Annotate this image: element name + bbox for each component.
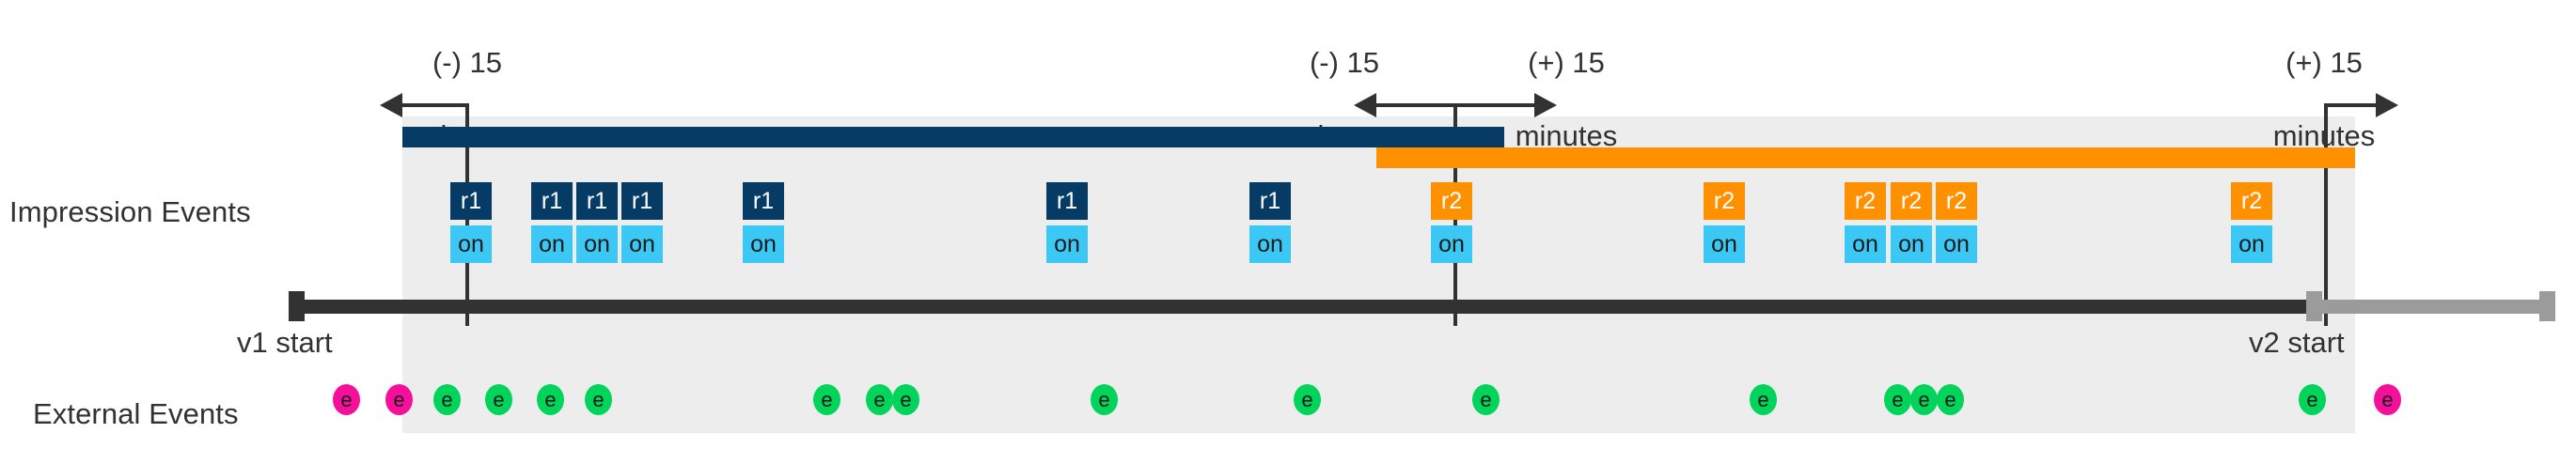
- external-event-dot: e: [385, 384, 413, 415]
- external-event-dot: e: [813, 384, 840, 415]
- impression-state-badge: on: [743, 225, 784, 263]
- impression-state-badge: on: [1431, 225, 1472, 263]
- impression-release-badge: r2: [1936, 182, 1977, 220]
- callout-plus-15-right-shaft: [2326, 103, 2378, 107]
- background-panel: [402, 116, 2355, 433]
- external-event-dot: e: [866, 384, 893, 415]
- impression-state-badge: on: [531, 225, 573, 263]
- callout-line2: minutes: [1515, 119, 1618, 152]
- impression-state-badge: on: [1046, 225, 1088, 263]
- callout-line1: (+) 15: [2285, 46, 2363, 79]
- callout-minus-15-mid-shaft: [1376, 103, 1457, 107]
- callout-line1: (-) 15: [1309, 46, 1380, 79]
- external-event-dot: e: [2374, 384, 2401, 415]
- impression-state-badge: on: [450, 225, 492, 263]
- impression-state-badge: on: [1845, 225, 1886, 263]
- callout-line2: minutes: [2273, 119, 2376, 152]
- impression-release-badge: r1: [576, 182, 618, 220]
- impression-release-badge: r1: [450, 182, 492, 220]
- marker-line-v2-start: [2324, 103, 2328, 326]
- callout-minus-15-left-shaft: [402, 103, 469, 107]
- impression-release-badge: r2: [1431, 182, 1472, 220]
- external-event-dot: e: [1750, 384, 1777, 415]
- impression-release-badge: r1: [531, 182, 573, 220]
- external-event-dot: e: [1937, 384, 1964, 415]
- v1-start-tick-label: v1 start: [237, 326, 333, 359]
- v2-start-tick-label: v2 start: [2249, 326, 2345, 359]
- callout-minus-15-mid-arrowhead: [1354, 93, 1376, 117]
- external-events-row-label: External Events: [33, 397, 239, 430]
- callout-line1: (+) 15: [1528, 46, 1605, 79]
- impression-release-badge: r1: [1249, 182, 1291, 220]
- v1-timeline-bar: [289, 300, 2306, 314]
- callout-plus-15-right-arrowhead: [2376, 93, 2398, 117]
- external-event-dot: e: [1294, 384, 1321, 415]
- callout-plus-15-mid-shaft: [1455, 103, 1536, 107]
- v2-timeline-bar: [2306, 300, 2555, 314]
- external-event-dot: e: [2299, 384, 2326, 415]
- external-event-dot: e: [333, 384, 360, 415]
- external-event-dot: e: [892, 384, 919, 415]
- impression-release-badge: r1: [621, 182, 663, 220]
- external-event-dot: e: [433, 384, 461, 415]
- external-event-dot: e: [1472, 384, 1500, 415]
- impression-release-badge: r1: [743, 182, 784, 220]
- callout-plus-15-mid-arrowhead: [1534, 93, 1557, 117]
- external-event-dot: e: [1910, 384, 1938, 415]
- release-range-bar-r2: [1376, 147, 2355, 168]
- impression-release-badge: r1: [1046, 182, 1088, 220]
- impression-release-badge: r2: [1704, 182, 1745, 220]
- callout-minus-15-left-arrowhead: [380, 93, 402, 117]
- impression-state-badge: on: [621, 225, 663, 263]
- impression-state-badge: on: [2231, 225, 2272, 263]
- impression-release-badge: r2: [2231, 182, 2272, 220]
- external-event-dot: e: [585, 384, 612, 415]
- impression-state-badge: on: [1936, 225, 1977, 263]
- impression-state-badge: on: [576, 225, 618, 263]
- callout-plus-15-right-text: (+) 15 minutes: [2211, 8, 2437, 154]
- external-event-dot: e: [537, 384, 564, 415]
- impression-state-badge: on: [1891, 225, 1932, 263]
- v2-timeline-end-cap: [2539, 291, 2555, 321]
- impression-state-badge: on: [1249, 225, 1291, 263]
- callout-plus-15-mid-text: (+) 15 minutes: [1453, 8, 1679, 154]
- impression-release-badge: r2: [1845, 182, 1886, 220]
- release-range-bar-r1: [402, 127, 1504, 147]
- external-event-dot: e: [1091, 384, 1118, 415]
- external-event-dot: e: [485, 384, 512, 415]
- external-event-dot: e: [1884, 384, 1911, 415]
- impression-state-badge: on: [1704, 225, 1745, 263]
- impression-events-row-label: Impression Events: [9, 195, 251, 228]
- callout-line1: (-) 15: [432, 46, 503, 79]
- impression-release-badge: r2: [1891, 182, 1932, 220]
